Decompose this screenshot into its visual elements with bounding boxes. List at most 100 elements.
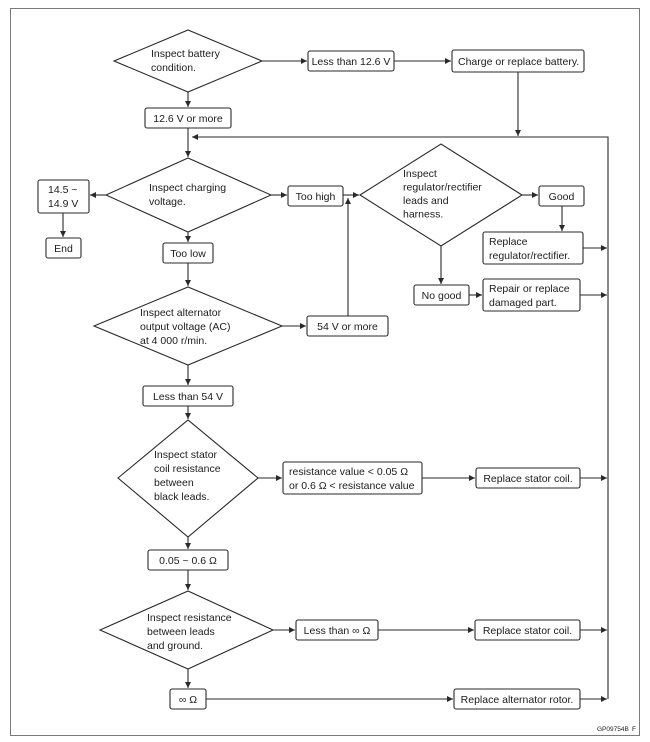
condition-label: 54 V or more	[317, 321, 378, 333]
condition-box	[295, 619, 379, 641]
label-line: black leads.	[154, 491, 209, 503]
label-line: regulator/rectifier	[403, 182, 482, 194]
label-line: or 0.6 Ω < resistance value	[289, 480, 415, 492]
condition-label: Less than 54 V	[153, 391, 223, 403]
decision-label: Inspect stator coil resistance between b…	[154, 449, 223, 503]
condition-no-good: No good	[413, 284, 470, 306]
condition-box	[282, 461, 423, 495]
label-line: Inspect charging	[149, 182, 226, 194]
condition-box	[147, 549, 229, 571]
condition-less-than-12-6v: Less than 12.6 V	[307, 50, 395, 72]
action-label: Charge or replace battery.	[458, 56, 579, 68]
condition-infinity-ohm: ∞ Ω	[169, 688, 207, 710]
action-label: Replace regulator/rectifier.	[489, 236, 570, 262]
action-replace-stator-coil-ground: Replace stator coil.	[474, 619, 581, 641]
condition-label: Less than ∞ Ω	[304, 625, 371, 637]
condition-0-05-to-0-6-ohm: 0.05 ~ 0.6 Ω	[147, 549, 229, 571]
condition-box	[169, 688, 207, 710]
action-box	[482, 278, 581, 312]
label-line: 14.9 V	[48, 198, 78, 210]
action-label: Repair or replace damaged part.	[489, 283, 572, 309]
label-line: resistance value < 0.05 Ω	[289, 466, 408, 478]
action-box	[475, 467, 581, 489]
condition-label: 12.6 V or more	[153, 113, 223, 125]
condition-box	[162, 242, 214, 264]
decision-diamond	[92, 286, 284, 366]
condition-14-5-to-14-9v: 14.5 ~ 14.9 V	[37, 179, 90, 214]
condition-box	[306, 315, 389, 337]
terminal-label: End	[54, 243, 73, 255]
terminal-end: End	[45, 237, 82, 259]
decision-inspect-stator-coil-resistance: Inspect stator coil resistance between b…	[117, 419, 259, 538]
decision-diamond	[117, 419, 259, 538]
label-line: Repair or replace	[489, 283, 570, 295]
label-line: Inspect stator	[154, 449, 218, 461]
condition-label: No good	[422, 290, 462, 302]
decision-inspect-alternator-output: Inspect alternator output voltage (AC) a…	[92, 286, 284, 366]
figure-code: GP09754B	[597, 726, 629, 733]
label-line: Inspect	[403, 168, 437, 180]
condition-box	[37, 179, 90, 214]
return-line	[192, 134, 609, 699]
label-line: leads and	[403, 195, 449, 207]
action-replace-regulator-rectifier: Replace regulator/rectifier.	[482, 231, 584, 265]
condition-less-than-54v: Less than 54 V	[142, 385, 234, 407]
label-line: at 4 000 r/min.	[140, 335, 207, 347]
action-box	[474, 619, 581, 641]
action-repair-or-replace-damaged-part: Repair or replace damaged part.	[482, 278, 581, 312]
condition-label: Less than 12.6 V	[312, 56, 391, 68]
decision-diamond	[98, 590, 275, 670]
condition-label: Good	[549, 191, 575, 203]
label-line: Inspect battery	[151, 48, 221, 60]
figure-frame	[10, 8, 640, 736]
action-replace-stator-coil: Replace stator coil.	[475, 467, 581, 489]
decision-inspect-resistance-to-ground: Inspect resistance between leads and gro…	[98, 590, 275, 670]
condition-box	[538, 185, 585, 207]
condition-box	[287, 185, 344, 207]
action-label: Replace stator coil.	[483, 625, 572, 637]
decision-label: Inspect regulator/rectifier leads and ha…	[403, 168, 485, 221]
label-line: and ground.	[147, 640, 203, 652]
decision-inspect-battery: Inspect battery condition.	[112, 29, 264, 93]
connectors	[60, 58, 609, 702]
condition-box	[307, 50, 395, 72]
label-line: coil resistance	[154, 463, 221, 475]
condition-label: Too low	[170, 248, 206, 260]
decision-label: Inspect battery condition.	[151, 48, 223, 74]
condition-too-high: Too high	[287, 185, 344, 207]
action-box	[451, 49, 585, 73]
action-replace-alternator-rotor: Replace alternator rotor.	[453, 688, 581, 710]
label-line: Inspect resistance	[147, 612, 232, 624]
condition-resistance-out-of-range: resistance value < 0.05 Ω or 0.6 Ω < res…	[282, 461, 423, 495]
decision-inspect-regulator-rectifier: Inspect regulator/rectifier leads and ha…	[358, 143, 524, 247]
label-line: between	[154, 477, 194, 489]
label-line: between leads	[147, 626, 215, 638]
label-line: voltage.	[149, 196, 186, 208]
figure-code-suffix: F	[632, 726, 636, 733]
condition-54v-or-more: 54 V or more	[306, 315, 389, 337]
condition-box	[144, 107, 232, 129]
condition-less-than-infinity-ohm: Less than ∞ Ω	[295, 619, 379, 641]
label-line: Inspect alternator	[140, 307, 222, 319]
action-charge-or-replace-battery: Charge or replace battery.	[451, 49, 585, 73]
decision-label: Inspect charging voltage.	[149, 182, 229, 208]
action-label: Replace alternator rotor.	[461, 694, 574, 706]
condition-label: ∞ Ω	[179, 694, 197, 706]
label-line: 14.5 ~	[48, 184, 78, 196]
decision-diamond	[358, 143, 524, 247]
condition-label: 14.5 ~ 14.9 V	[48, 184, 80, 210]
decision-inspect-charging-voltage: Inspect charging voltage.	[104, 157, 273, 233]
condition-box	[413, 284, 470, 306]
condition-label: 0.05 ~ 0.6 Ω	[159, 555, 217, 567]
terminal-box	[45, 237, 82, 259]
label-line: harness.	[403, 209, 443, 221]
decision-diamond	[112, 29, 264, 93]
decision-diamond	[104, 157, 273, 233]
condition-12-6v-or-more: 12.6 V or more	[144, 107, 232, 129]
action-label: Replace stator coil.	[483, 473, 572, 485]
decision-label: Inspect resistance between leads and gro…	[147, 612, 235, 652]
label-line: damaged part.	[489, 297, 557, 309]
decision-label: Inspect alternator output voltage (AC) a…	[140, 307, 233, 347]
condition-good: Good	[538, 185, 585, 207]
